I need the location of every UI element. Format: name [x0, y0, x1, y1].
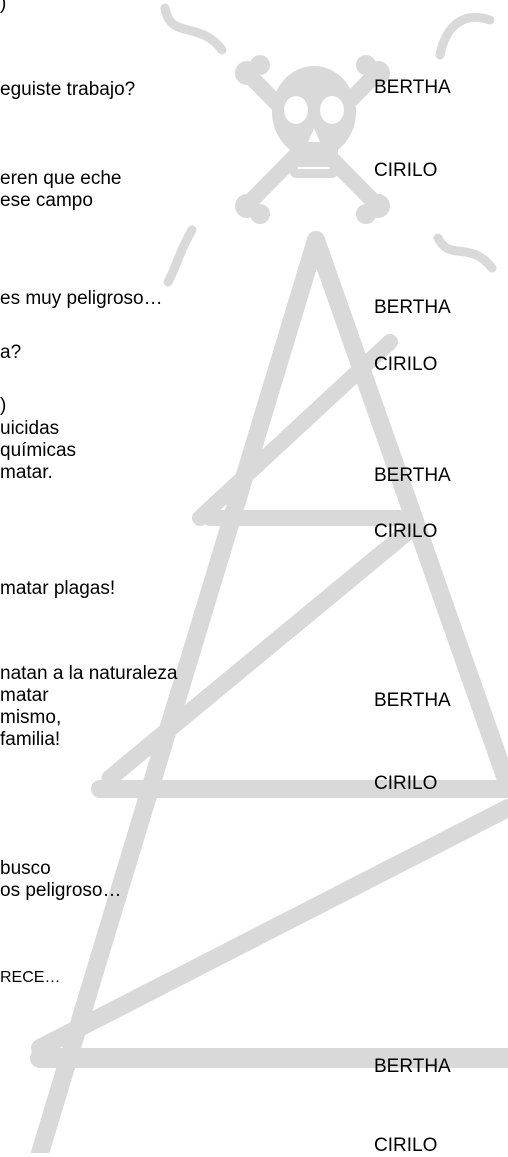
decorative-swirls — [160, 3, 497, 287]
dialogue-line: uicidas — [0, 418, 60, 439]
dialogue-line: mismo, — [0, 707, 62, 728]
dialogue-line: ese campo — [0, 190, 93, 211]
speaker-name: BERTHA — [374, 297, 451, 318]
dialogue-line: ) — [0, 0, 7, 14]
dialogue-line: químicas — [0, 440, 77, 461]
dialogue-line: busco — [0, 858, 51, 879]
pesticide-tower-graphic — [30, 231, 508, 1153]
dialogue-line: natan a la naturaleza — [0, 663, 178, 684]
skull-crossbones-icon — [235, 55, 390, 224]
speaker-name: CIRILO — [374, 354, 438, 375]
dialogue-line: a? — [0, 342, 22, 363]
dialogue-line: eren que eche — [0, 168, 122, 189]
dialogue-line: ) — [0, 395, 7, 416]
speaker-name: BERTHA — [374, 1056, 451, 1077]
dialogue-line: RECE… — [0, 969, 61, 986]
speaker-name: BERTHA — [374, 690, 451, 711]
dialogue-line: matar. — [0, 462, 53, 483]
speaker-name: BERTHA — [374, 465, 451, 486]
speaker-name: BERTHA — [374, 77, 451, 98]
dialogue-line: familia! — [0, 729, 61, 750]
dialogue-line: matar — [0, 685, 49, 706]
speaker-name: CIRILO — [374, 773, 438, 794]
speaker-name: CIRILO — [374, 1135, 438, 1156]
dialogue-line: os peligroso… — [0, 880, 122, 901]
speaker-name: CIRILO — [374, 160, 438, 181]
dialogue-line: matar plagas! — [0, 578, 116, 599]
speaker-name: CIRILO — [374, 521, 438, 542]
dialogue-line: eguiste trabajo? — [0, 79, 136, 100]
dialogue-line: es muy peligroso… — [0, 288, 163, 309]
